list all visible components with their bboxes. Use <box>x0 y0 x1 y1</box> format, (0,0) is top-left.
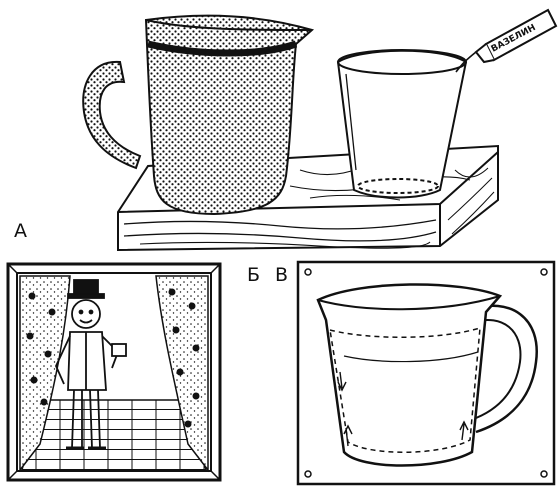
panel-label-v: В <box>275 264 289 286</box>
glass <box>336 49 468 199</box>
jug <box>82 14 315 216</box>
performer-figure <box>55 279 127 450</box>
panel-b-picture <box>19 275 209 473</box>
panel-a-drawing: ВАЗЕЛИН <box>82 8 558 252</box>
vaseline-tube <box>455 8 558 73</box>
panel-label-b: Б <box>247 264 261 286</box>
stage-floor <box>21 399 207 471</box>
panel-v-jug <box>316 283 538 467</box>
panel-label-a: А <box>14 220 27 242</box>
